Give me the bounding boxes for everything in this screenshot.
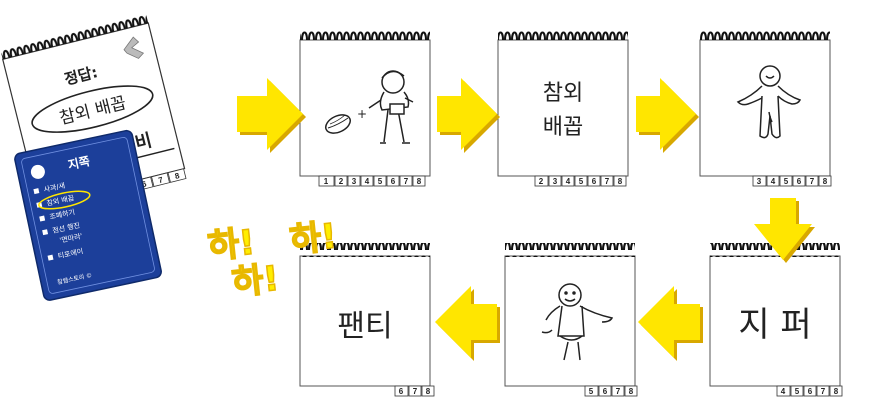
exclaim-1: 하! [206, 223, 257, 268]
svg-text:8: 8 [618, 177, 623, 186]
pad-4-text: 지 퍼 [738, 305, 811, 345]
svg-text:8: 8 [823, 177, 828, 186]
svg-text:8: 8 [426, 387, 431, 396]
girl-figure-icon [368, 70, 414, 144]
pad-3-tabs: 3 4 5 6 7 8 [752, 175, 832, 187]
svg-text:6: 6 [797, 177, 802, 186]
svg-text:8: 8 [174, 171, 181, 181]
svg-text:5: 5 [579, 177, 584, 186]
svg-text:4: 4 [781, 387, 786, 396]
svg-text:8: 8 [834, 387, 839, 396]
pad-4: 지 퍼 4 5 6 7 8 [709, 243, 843, 397]
svg-text:2: 2 [539, 177, 544, 186]
arrow-left-icon [638, 286, 703, 361]
laugh-exclamations: 하! 하! 하! [205, 216, 339, 304]
pad-spiral [700, 27, 830, 41]
pad-5-tabs: 5 6 7 8 [584, 385, 638, 397]
plus-icon: + [357, 107, 367, 121]
svg-text:7: 7 [404, 177, 409, 186]
svg-text:6: 6 [592, 177, 597, 186]
arrow-right-icon [437, 78, 500, 153]
pad-6-text: 팬티 [337, 309, 392, 344]
contents-card: 지쪽 사과/새 참외 배꼽 조폐하기 점선 행진 '면마라' 티포에이 참쌤스토… [14, 129, 162, 301]
svg-text:3: 3 [352, 177, 357, 186]
svg-text:5: 5 [378, 177, 383, 186]
pad-3: 3 4 5 6 7 8 [699, 27, 832, 187]
pad-2-tabs: 2 3 4 5 6 7 8 [534, 175, 627, 187]
arrow-right-icon [636, 78, 699, 153]
answer-circle [31, 85, 154, 133]
svg-text:4: 4 [566, 177, 571, 186]
card-highlight [38, 190, 91, 210]
svg-text:4: 4 [771, 177, 776, 186]
svg-text:6: 6 [399, 387, 404, 396]
pad-spiral [498, 27, 628, 41]
svg-text:6: 6 [808, 387, 813, 396]
svg-text:6: 6 [141, 179, 148, 189]
exclaim-3: 하! [230, 259, 281, 304]
svg-text:6: 6 [603, 387, 608, 396]
svg-text:5: 5 [795, 387, 800, 396]
card-title: 지쪽 [67, 153, 92, 172]
svg-text:7: 7 [616, 387, 621, 396]
svg-text:6: 6 [391, 177, 396, 186]
svg-text:3: 3 [757, 177, 762, 186]
seed-icon [324, 114, 352, 134]
svg-text:5: 5 [589, 387, 594, 396]
svg-text:5: 5 [784, 177, 789, 186]
arrow-right-icon [237, 78, 306, 153]
smiling-figure-icon [541, 283, 614, 361]
pad-2: 참외 배꼽 2 3 4 5 6 7 8 [497, 27, 629, 187]
svg-text:7: 7 [605, 177, 610, 186]
pad-6: 팬티 6 7 8 [299, 243, 435, 397]
pad-1: + 1 2 3 4 5 6 7 8 [299, 27, 431, 187]
pad-spiral [300, 27, 430, 41]
pad-6-tabs: 6 7 8 [394, 385, 435, 397]
svg-text:7: 7 [810, 177, 815, 186]
svg-text:2: 2 [339, 177, 344, 186]
svg-text:7: 7 [413, 387, 418, 396]
svg-text:7: 7 [157, 175, 164, 185]
svg-text:1: 1 [324, 177, 329, 186]
card-logo-icon [30, 164, 45, 179]
pad-1-tabs: 1 2 3 4 5 6 7 8 [318, 175, 426, 187]
exclaim-2: 하! [288, 216, 339, 261]
pad-5: 5 6 7 8 [504, 243, 638, 397]
svg-text:8: 8 [629, 387, 634, 396]
pad-2-line2: 배꼽 [543, 115, 583, 140]
book-spiral [0, 11, 149, 62]
pad-spiral [300, 243, 430, 257]
pad-4-tabs: 4 5 6 7 8 [776, 385, 843, 397]
svg-text:4: 4 [365, 177, 370, 186]
gingerbread-figure-icon [736, 65, 802, 139]
pad-spiral [505, 243, 635, 257]
svg-text:7: 7 [821, 387, 826, 396]
svg-text:8: 8 [417, 177, 422, 186]
grey-arrow-doodle [123, 36, 145, 59]
svg-text:3: 3 [553, 177, 558, 186]
card-item: 사과/새 [43, 181, 66, 194]
arrow-left-icon [435, 286, 500, 361]
arrow-down-icon [754, 198, 815, 263]
pad-2-line1: 참외 [543, 81, 583, 106]
